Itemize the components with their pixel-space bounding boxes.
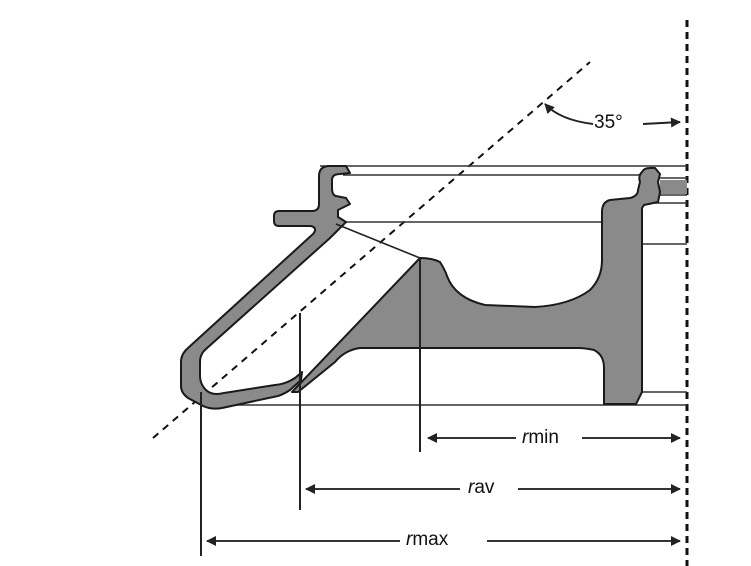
dimension-lines bbox=[206, 433, 681, 546]
web-diagonal-line bbox=[335, 223, 421, 259]
hub-strip bbox=[660, 180, 687, 194]
cone-angle-line bbox=[152, 61, 591, 439]
angle-arrow-right bbox=[642, 117, 681, 128]
r-min-label: rmin bbox=[516, 428, 565, 448]
r-max-label: rmax bbox=[400, 530, 455, 550]
r-av-label: rav bbox=[462, 478, 501, 498]
extension-lines bbox=[200, 258, 421, 556]
angle-label: 35° bbox=[594, 112, 623, 133]
rim-wall bbox=[180, 165, 351, 410]
rim-section bbox=[181, 168, 415, 406]
angle-arc bbox=[544, 103, 594, 125]
disk-web bbox=[291, 167, 661, 405]
